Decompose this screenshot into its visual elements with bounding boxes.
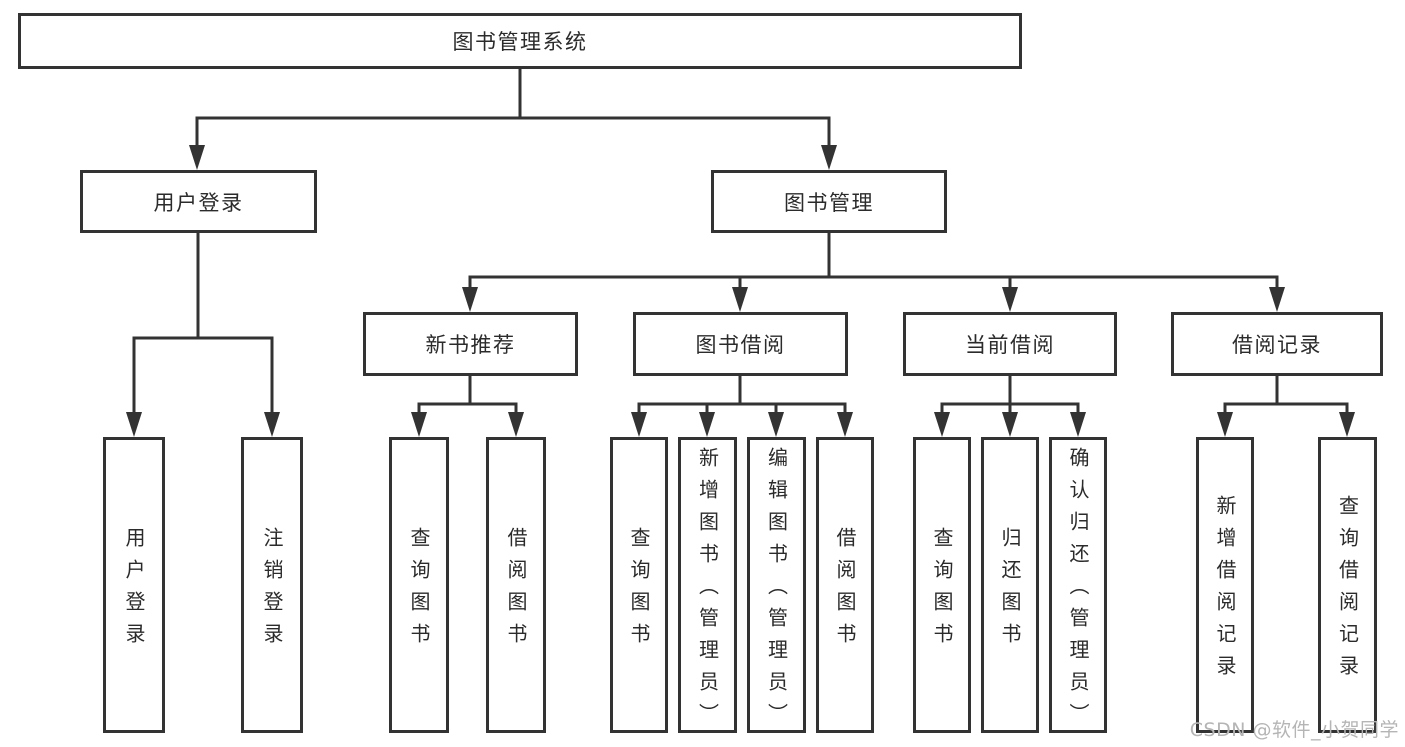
leaf-confirm-return-admin: 确认归还（管理员） bbox=[1049, 437, 1107, 735]
arrowhead bbox=[462, 287, 478, 312]
node-label: 查询图书 bbox=[930, 527, 954, 655]
arrowhead bbox=[768, 412, 784, 437]
leaf-query-books-recommend: 查询图书 bbox=[389, 437, 449, 733]
leaf-borrow-books-recommend: 借阅图书 bbox=[486, 437, 546, 733]
node-user-login: 用户登录 bbox=[80, 170, 317, 233]
connector-bookmgmt-to-level3 bbox=[468, 233, 1279, 289]
leaf-query-borrow-record: 查询借阅记录 bbox=[1318, 437, 1377, 733]
connector-root-to-level2 bbox=[195, 69, 831, 146]
leaf-query-books-borrowing: 查询图书 bbox=[610, 437, 668, 733]
connector-newbooks-to-leaves bbox=[417, 376, 518, 414]
leaf-logout: 注销登录 bbox=[241, 437, 303, 733]
arrowhead bbox=[1217, 412, 1233, 437]
arrowhead bbox=[837, 412, 853, 437]
arrowhead bbox=[821, 145, 837, 170]
arrowhead bbox=[1339, 412, 1355, 437]
connector-userlogin-to-leaves bbox=[132, 233, 274, 413]
arrowhead bbox=[732, 287, 748, 312]
node-label: 图书管理 bbox=[784, 190, 874, 215]
node-label: 借阅图书 bbox=[504, 527, 528, 655]
node-label: 注销登录 bbox=[260, 527, 284, 655]
arrowhead bbox=[189, 145, 205, 170]
node-label: 查询图书 bbox=[407, 527, 431, 655]
node-label: 借阅记录 bbox=[1232, 333, 1322, 357]
node-new-book-recommend: 新书推荐 bbox=[363, 312, 578, 376]
node-root-system: 图书管理系统 bbox=[18, 13, 1022, 69]
node-label: 图书借阅 bbox=[695, 333, 786, 357]
node-label: 新增借阅记录 bbox=[1213, 495, 1237, 687]
node-label: 编辑图书（管理员） bbox=[764, 447, 789, 735]
node-label: 当前借阅 bbox=[965, 333, 1055, 357]
arrowhead bbox=[126, 412, 142, 437]
node-label: 新增图书（管理员） bbox=[695, 447, 720, 735]
node-label: 查询图书 bbox=[627, 527, 651, 655]
node-label: 确认归还（管理员） bbox=[1066, 447, 1090, 735]
connector-current-to-leaves bbox=[940, 376, 1080, 414]
arrowhead bbox=[934, 412, 950, 437]
leaf-borrow-books-borrowing: 借阅图书 bbox=[816, 437, 874, 733]
arrowhead bbox=[1002, 287, 1018, 312]
node-label: 归还图书 bbox=[998, 527, 1022, 655]
leaf-add-book-admin: 新增图书（管理员） bbox=[678, 437, 737, 735]
leaf-add-borrow-record: 新增借阅记录 bbox=[1196, 437, 1254, 733]
arrowhead bbox=[1269, 287, 1285, 312]
arrowhead bbox=[1002, 412, 1018, 437]
node-book-borrowing: 图书借阅 bbox=[633, 312, 848, 376]
node-label: 新书推荐 bbox=[425, 333, 516, 357]
arrowhead bbox=[699, 412, 715, 437]
leaf-user-login: 用户登录 bbox=[103, 437, 165, 733]
node-borrowing-records: 借阅记录 bbox=[1171, 312, 1383, 376]
connector-records-to-leaves bbox=[1223, 376, 1349, 414]
node-label: 借阅图书 bbox=[833, 527, 857, 655]
node-book-management: 图书管理 bbox=[711, 170, 947, 233]
arrowhead bbox=[508, 412, 524, 437]
node-label: 用户登录 bbox=[122, 527, 146, 655]
arrowhead bbox=[411, 412, 427, 437]
node-label: 用户登录 bbox=[153, 190, 244, 215]
leaf-edit-book-admin: 编辑图书（管理员） bbox=[747, 437, 806, 735]
csdn-watermark: CSDN @软件_小贺同学 bbox=[1189, 719, 1399, 741]
node-current-borrowing: 当前借阅 bbox=[903, 312, 1117, 376]
arrowhead bbox=[631, 412, 647, 437]
node-label: 查询借阅记录 bbox=[1335, 495, 1360, 687]
arrowhead bbox=[264, 412, 280, 437]
arrowhead bbox=[1070, 412, 1086, 437]
leaf-query-books-current: 查询图书 bbox=[913, 437, 971, 733]
node-label: 图书管理系统 bbox=[452, 30, 588, 54]
leaf-return-books: 归还图书 bbox=[981, 437, 1039, 733]
connector-borrowing-to-leaves bbox=[637, 376, 847, 414]
